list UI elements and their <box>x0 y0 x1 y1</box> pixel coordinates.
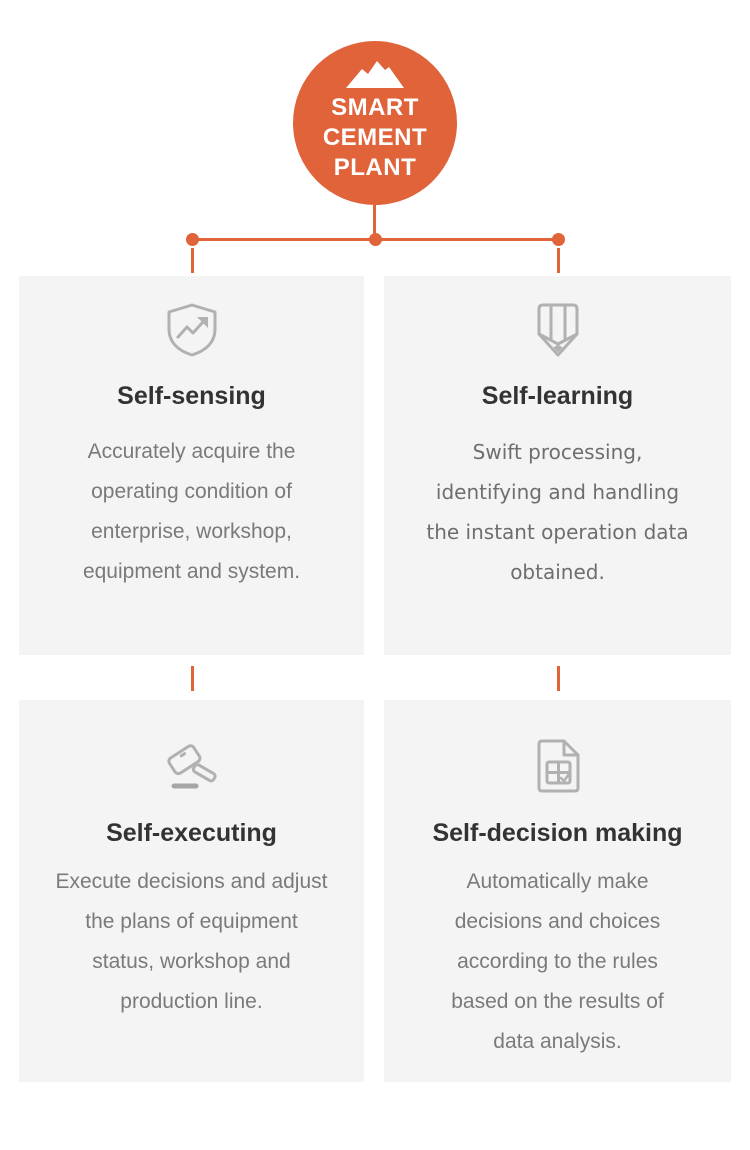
card-body: Swift processing, identifying and handli… <box>426 440 689 584</box>
card-body: Automatically make decisions and choices… <box>451 870 664 1053</box>
shield-trend-icon <box>167 303 216 357</box>
card-body: Execute decisions and adjust the plans o… <box>55 870 328 1013</box>
connector-dot-left <box>186 233 199 246</box>
card-body: Accurately acquire the operating conditi… <box>82 440 301 583</box>
connector-stub-top <box>373 205 376 234</box>
card-self-sensing: Self-sensing Accurately acquire the oper… <box>19 276 364 655</box>
connector-mid-right <box>557 666 560 691</box>
badge-title: SMART CEMENT PLANT <box>322 94 428 181</box>
card-self-executing: Self-executing Execute decisions and adj… <box>19 700 364 1082</box>
connector-dot-center <box>369 233 382 246</box>
gavel-icon <box>166 744 217 789</box>
smart-cement-plant-badge: SMART CEMENT PLANT <box>293 41 457 205</box>
card-self-learning: Self-learning Swift processing, identify… <box>384 276 731 655</box>
card-title: Self-sensing <box>117 382 266 410</box>
document-check-icon <box>537 739 579 793</box>
connector-drop-left <box>191 248 194 273</box>
card-title: Self-decision making <box>432 819 683 847</box>
pencil-icon <box>537 303 578 357</box>
mountain-icon <box>346 61 404 88</box>
connector-mid-left <box>191 666 194 691</box>
connector-dot-right <box>552 233 565 246</box>
card-self-decision-making: Self-decision making Automatically make … <box>384 700 731 1082</box>
card-title: Self-learning <box>481 382 634 410</box>
card-title: Self-executing <box>106 819 277 847</box>
connector-drop-right <box>557 248 560 273</box>
